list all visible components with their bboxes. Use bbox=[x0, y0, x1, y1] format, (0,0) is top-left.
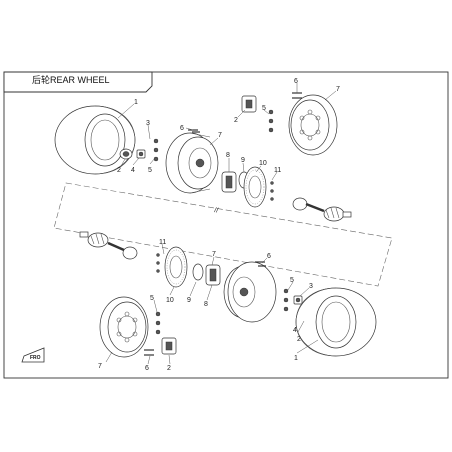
lug-nuts-lower-left bbox=[155, 311, 161, 335]
callout-stud-6-upper: 6 bbox=[180, 125, 184, 132]
wheel-studs-upper bbox=[188, 129, 200, 133]
callout-stud-6-lower: 6 bbox=[267, 253, 271, 260]
callout-disc-10-lower: 10 bbox=[166, 297, 174, 304]
callout-rim-7-upper-right: 7 bbox=[336, 86, 340, 93]
diagram-frame bbox=[3, 71, 449, 379]
callout-nut-5-lower: 5 bbox=[290, 277, 294, 284]
wheel-studs-upper-right bbox=[292, 92, 302, 99]
leader-lines bbox=[105, 83, 337, 365]
wheel-cap-upper-left bbox=[119, 148, 133, 160]
hub-nut-upper-left bbox=[136, 149, 146, 159]
callout-bolt-3-upper: 3 bbox=[146, 120, 150, 127]
callout-hubcap-2-top: 2 bbox=[234, 117, 238, 124]
callout-tire-lower: 1 bbox=[294, 355, 298, 362]
drive-shaft-lower bbox=[79, 231, 138, 260]
wheel-rim-upper-right bbox=[288, 94, 338, 156]
wheel-hub-upper bbox=[221, 171, 237, 193]
bearing-lower bbox=[192, 263, 204, 281]
callout-cap-2-lower: 2 bbox=[297, 336, 301, 343]
title-box bbox=[3, 71, 153, 93]
disc-bolts-lower bbox=[156, 253, 160, 273]
front-direction-badge: FRO bbox=[21, 347, 45, 363]
drive-shaft-upper bbox=[292, 197, 352, 222]
tire-upper bbox=[54, 105, 136, 175]
disc-bolts-upper bbox=[270, 181, 274, 201]
brake-disc-upper bbox=[243, 166, 267, 208]
hub-cap-bottom bbox=[161, 337, 177, 355]
lug-nuts-lower-right bbox=[283, 288, 289, 312]
callout-rim-7-lower-left: 7 bbox=[98, 363, 102, 370]
callout-bolt-11-lower: 11 bbox=[159, 239, 166, 246]
diagram-title: 后轮REAR WHEEL bbox=[32, 74, 110, 85]
callout-rim-7-lower: 7 bbox=[212, 251, 216, 258]
callout-bolt-3-lower: 3 bbox=[309, 283, 313, 290]
wheel-rim-upper-middle bbox=[165, 132, 219, 194]
callout-bearing-9-upper: 9 bbox=[241, 157, 245, 164]
wheel-rim-lower-left bbox=[99, 296, 149, 358]
lug-nuts-upper-left bbox=[153, 138, 159, 162]
hub-cap-top bbox=[241, 95, 257, 113]
callout-nut-4-lower: 4 bbox=[293, 327, 297, 334]
callout-hubcap-2-bottom: 2 bbox=[167, 365, 171, 372]
hub-nut-lower-right bbox=[293, 295, 303, 305]
front-badge-label: FRO bbox=[30, 355, 41, 361]
callout-nut-5-lower-left: 5 bbox=[150, 295, 154, 302]
tire-lower bbox=[295, 287, 377, 357]
callout-nut-5-upper-right: 5 bbox=[262, 105, 266, 112]
wheel-studs-lower-left bbox=[144, 349, 154, 356]
callout-hub-8-lower: 8 bbox=[204, 301, 208, 308]
brake-disc-lower bbox=[164, 246, 188, 288]
axis-break-mark: // bbox=[214, 207, 219, 215]
callout-disc-10-upper: 10 bbox=[259, 160, 267, 167]
callout-nut-4-upper: 4 bbox=[131, 167, 135, 174]
callout-tire-upper: 1 bbox=[134, 99, 138, 106]
lug-nuts-upper-right bbox=[268, 109, 274, 133]
callout-stud-6-upper-right: 6 bbox=[294, 78, 298, 85]
callout-stud-6-lower-left: 6 bbox=[145, 365, 149, 372]
callout-bearing-9-lower: 9 bbox=[187, 297, 191, 304]
axle-divider bbox=[53, 182, 393, 287]
callout-cap-2-upper: 2 bbox=[117, 167, 121, 174]
callout-bolt-11-upper: 11 bbox=[274, 167, 281, 174]
wheel-rim-lower-middle bbox=[223, 261, 277, 323]
callout-hub-8-upper: 8 bbox=[226, 152, 230, 159]
callout-nut-5-upper: 5 bbox=[148, 167, 152, 174]
callout-rim-7-upper: 7 bbox=[218, 132, 222, 139]
wheel-hub-lower bbox=[205, 264, 221, 286]
